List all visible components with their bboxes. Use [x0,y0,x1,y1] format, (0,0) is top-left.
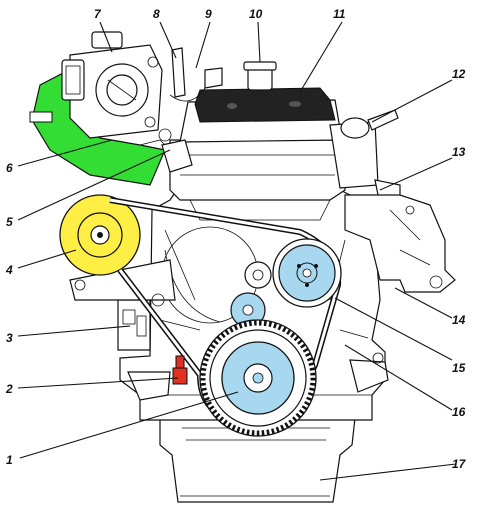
callout-1: 1 [6,453,13,467]
oil-sump [159,417,356,503]
callout-labels: 1 2 3 4 5 6 7 8 9 10 11 12 13 14 15 16 1… [5,7,467,471]
exhaust-manifold [344,194,456,293]
callout-12: 12 [452,67,466,81]
leader-lines [17,21,457,481]
callout-15: 15 [452,361,466,375]
callout-14: 14 [452,313,466,327]
callout-13: 13 [452,145,466,159]
callout-11: 11 [333,7,346,21]
callout-5: 5 [6,215,13,229]
crankshaft-position-sensor [172,355,188,385]
callout-3: 3 [6,331,13,345]
crankshaft-pulley [199,319,317,437]
alternator [59,194,176,307]
callout-2: 2 [5,382,13,396]
callout-17: 17 [452,457,467,471]
head-cover [179,61,343,143]
vacuum-hose [169,47,223,102]
intake-coupling [158,128,193,173]
callout-10: 10 [249,7,263,21]
thermostat-housing [329,109,401,199]
idler-roller [244,261,272,289]
callout-4: 4 [5,263,13,277]
water-pump-pulley [272,238,342,308]
callout-8: 8 [153,7,160,21]
throttle-body [61,31,163,139]
callout-9: 9 [205,7,212,21]
callout-7: 7 [94,7,102,21]
callout-6: 6 [6,161,13,175]
callout-16: 16 [452,405,466,419]
